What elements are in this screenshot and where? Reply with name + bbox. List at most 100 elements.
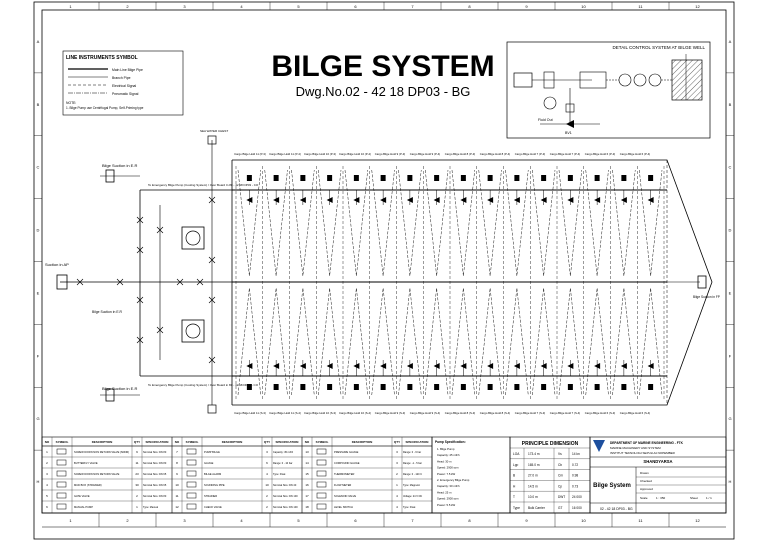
table-cell-spec: Range: 0 - 120 C (403, 473, 422, 476)
table-cell-description: COMPOUND GAUGE (334, 461, 360, 465)
bilge-well-icon (273, 384, 279, 390)
table-cell-description: SOUNDING PIPE (204, 483, 225, 487)
table-cell-no: 6 (46, 505, 48, 509)
valve-icon (136, 216, 144, 224)
table-header: DESCRIPTION (222, 440, 243, 444)
equipment-symbol-icon (186, 492, 197, 499)
valve-icon (460, 363, 467, 369)
table-cell-no: 12 (175, 505, 179, 509)
hold-label: Cargo Bilge Hold 6 (S-4) (620, 411, 651, 415)
table-cell-description: FLOW METER (334, 483, 351, 487)
dimension-value: 16 000 (572, 506, 582, 510)
solenoid-icon (565, 103, 575, 113)
table-cell-qty: 10 (265, 483, 269, 487)
table-cell-spec: Nominal Size: DN 80 (143, 451, 167, 454)
valve-icon (156, 326, 164, 334)
hold-label: Cargo Bilge Hold 7 (S-3) (515, 411, 546, 415)
grid-row-label: C (729, 165, 732, 170)
dimension-value: 14.5 m (528, 484, 538, 488)
mud-box-icon (56, 274, 68, 290)
grid-row-label: H (37, 479, 40, 484)
table-cell-spec: Range: 0 - 10 bar (273, 462, 293, 465)
ship-name: SHANDYARSA (643, 459, 672, 464)
table-cell-description: PRESSURE GAUGE (334, 450, 359, 454)
grid-column-label: 6 (354, 518, 357, 523)
valve-icon (299, 197, 306, 203)
bilge-well-icon (246, 175, 252, 181)
bilge-well-icon (300, 384, 306, 390)
pump-spec-line: Capacity: 45 m3/h (437, 453, 460, 457)
valve-icon (326, 363, 333, 369)
valve-icon (353, 197, 360, 203)
equipment-symbol-icon (56, 481, 67, 488)
grid-column-label: 7 (411, 518, 414, 523)
equipment-symbol-icon (56, 492, 67, 499)
table-cell-qty: 1 (396, 483, 398, 487)
grid-column-label: 3 (183, 4, 186, 9)
grid-row-label: A (37, 39, 40, 44)
table-cell-description: BUTTERFLY VALVE (74, 461, 98, 465)
valve-icon (620, 363, 627, 369)
table-cell-spec: Nominal Size: DN 65 (143, 484, 167, 487)
valve-icon (273, 197, 280, 203)
bilge-well-icon (246, 384, 252, 390)
bilge-well-icon (460, 384, 466, 390)
equipment-symbol-icon (316, 459, 327, 466)
grid-row-label: F (729, 353, 732, 358)
grid-row-label: B (37, 102, 40, 107)
bilge-well-icon (327, 384, 333, 390)
bilge-well-icon (514, 175, 520, 181)
hold-label: Cargo Bilge Hold 6 (P-4) (620, 152, 651, 156)
table-cell-description: LEVEL SWITCH (334, 505, 353, 509)
equipment-symbol-icon (56, 503, 67, 510)
valve-icon (208, 356, 216, 364)
overboard-label: To Emergency Bilge Pump (Cooling System)… (148, 183, 259, 187)
legend-item: Pneumatic Signal (112, 92, 139, 96)
equipment-symbol-icon (316, 503, 327, 510)
pump-spec-line: Speed: 2900 rpm (437, 497, 459, 501)
grid-column-label: 4 (240, 4, 243, 9)
valve-icon (116, 278, 124, 286)
grid-column-label: 11 (638, 518, 643, 523)
table-header: SYMBOL (56, 440, 69, 444)
grid-row-label: D (37, 228, 40, 233)
grid-column-label: 8 (468, 4, 471, 9)
hold-label: Cargo Bilge Hold 9 (S-4) (410, 411, 441, 415)
bilge-well-icon (487, 384, 493, 390)
valve-icon (76, 278, 84, 286)
dimension-key: Type (513, 506, 520, 510)
table-cell-no: 1 (46, 450, 48, 454)
sheet-value: 1 / 1 (706, 496, 712, 500)
table-cell-description: GAUGE (204, 461, 214, 465)
grid-column-label: 9 (525, 4, 528, 9)
hold-label: Cargo Bilge Hold 8 (S-4) (480, 411, 511, 415)
table-header: SPECIFICATION (146, 440, 169, 444)
dimension-key: Vs (558, 452, 562, 456)
grid-column-label: 10 (581, 518, 586, 523)
table-cell-spec: Type: Manual (143, 506, 158, 509)
mud-box-icon (105, 169, 115, 183)
hold-label: Cargo Bilge Hold 10 (S-3) (304, 411, 336, 415)
sea-chest-icon (207, 135, 217, 145)
table-header: QTY (134, 440, 140, 444)
valve-icon (196, 278, 204, 286)
table-cell-description: THERMOMETER (334, 472, 354, 476)
scale-label: Scale (640, 496, 648, 500)
equipment-symbol-icon (186, 448, 197, 455)
bilge-well-icon (407, 384, 413, 390)
table-header: NO (175, 440, 180, 444)
valve-icon (380, 363, 387, 369)
table-cell-qty: 3 (396, 450, 398, 454)
bilge-well-icon (648, 384, 654, 390)
valve-icon (326, 197, 333, 203)
table-cell-no: 5 (46, 494, 48, 498)
table-header: NO (305, 440, 310, 444)
fp-suction-label: Bilge Suction in FP (693, 295, 720, 299)
detail-title: DETAIL CONTROL SYSTEM AT BILGE WELL (613, 45, 706, 50)
valve-icon (156, 226, 164, 234)
drawing-number: Dwg.No.02 - 42 18 DP03 - BG (296, 84, 471, 99)
table-cell-no: 3 (46, 472, 48, 476)
